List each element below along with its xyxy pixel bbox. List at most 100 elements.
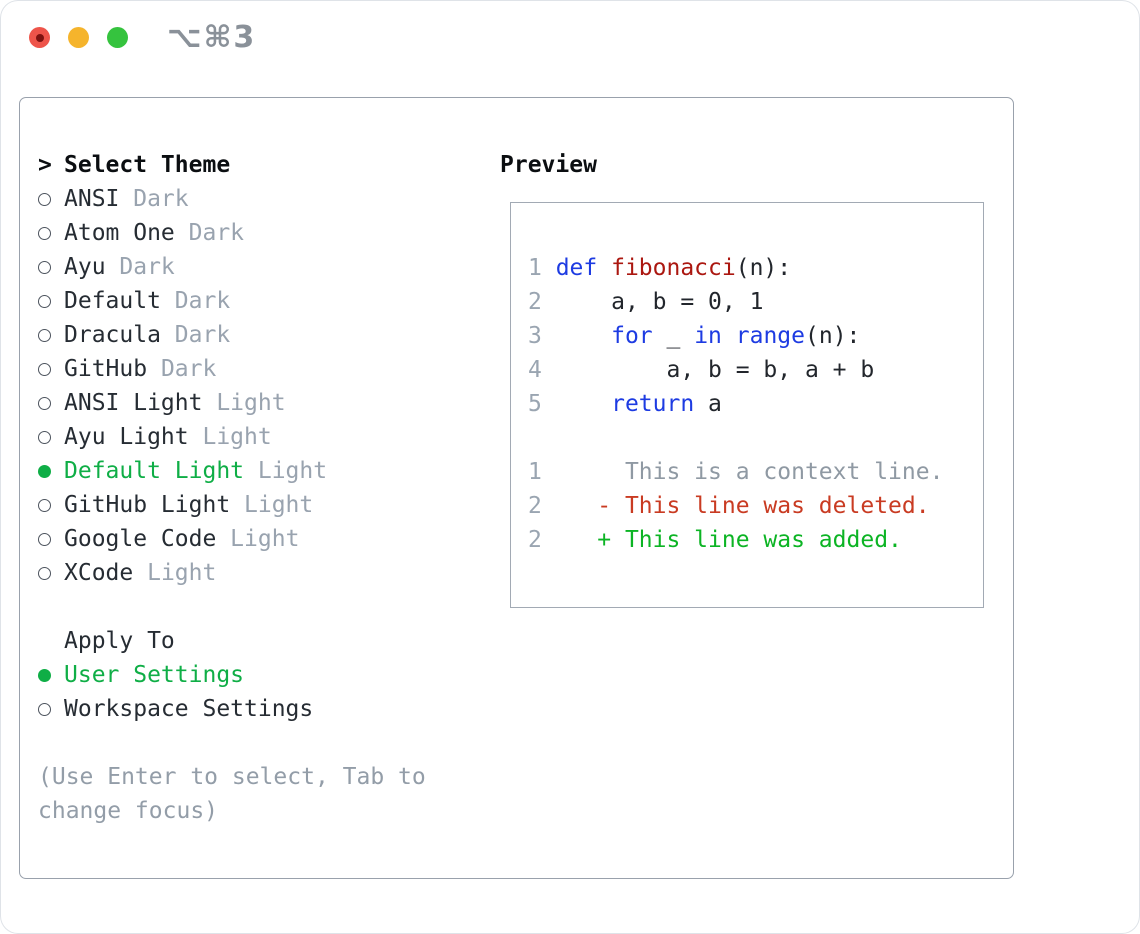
option-label: Ayu Light: [64, 424, 189, 450]
spacer-row: [38, 726, 426, 760]
theme-option-google-code[interactable]: Google Code Light: [38, 522, 426, 556]
radio-selected-icon: [38, 668, 64, 682]
option-variant-label: Light: [244, 458, 328, 484]
option-label: ANSI: [64, 186, 120, 212]
radio-circle: [38, 464, 51, 478]
theme-option-ansi[interactable]: ANSI Dark: [38, 182, 426, 216]
theme-option-atom-one[interactable]: Atom One Dark: [38, 216, 426, 250]
select-theme-header: Select Theme: [64, 152, 231, 178]
preview-header-row: Preview: [500, 148, 597, 182]
radio-circle: [38, 226, 51, 240]
option-variant-label: Dark: [160, 322, 231, 348]
close-button-dot: [35, 33, 44, 42]
radio-unselected-icon: [38, 566, 64, 580]
theme-option-github[interactable]: GitHub Dark: [38, 352, 426, 386]
radio-selected-icon: [38, 464, 64, 478]
radio-unselected-icon: [38, 498, 64, 512]
theme-option-xcode[interactable]: XCode Light: [38, 556, 426, 590]
apply-to-header-row: Apply To: [38, 624, 426, 658]
option-variant-label: Dark: [160, 288, 231, 314]
titlebar: ⌥⌘3: [0, 0, 1140, 76]
option-variant-label: Light: [188, 424, 272, 450]
traffic-lights: [29, 27, 128, 48]
option-variant-label: Dark: [174, 220, 245, 246]
option-label: GitHub Light: [64, 492, 231, 518]
apply-to-header: Apply To: [64, 628, 175, 654]
theme-option-ansi-light[interactable]: ANSI Light Light: [38, 386, 426, 420]
option-variant-label: Dark: [105, 254, 175, 280]
preview-header: Preview: [500, 152, 597, 178]
radio-unselected-icon: [38, 430, 64, 444]
radio-circle: [38, 532, 51, 546]
preview-code-line: 3 for _ in range(n):: [528, 323, 861, 349]
option-label: Atom One: [64, 220, 175, 246]
preview-code-line: 2 - This line was deleted.: [528, 493, 930, 519]
theme-option-github-light[interactable]: GitHub Light Light: [38, 488, 426, 522]
radio-circle: [38, 396, 51, 410]
zoom-button[interactable]: [107, 27, 128, 48]
option-variant-label: Dark: [147, 356, 217, 382]
option-variant-label: Light: [230, 492, 314, 518]
select-theme-header-row: > Select Theme: [38, 148, 426, 182]
radio-circle: [38, 430, 51, 444]
spacer-row: [38, 590, 426, 624]
radio-circle: [38, 566, 51, 580]
radio-unselected-icon: [38, 192, 64, 206]
preview-code: 1 def fibonacci(n): 2 a, b = 0, 1 3 for _ …: [528, 251, 943, 557]
radio-circle: [38, 668, 51, 682]
radio-circle: [38, 328, 51, 342]
preview-code-line: 1 This is a context line.: [528, 459, 944, 485]
theme-option-default[interactable]: Default Dark: [38, 284, 426, 318]
option-label: GitHub: [64, 356, 148, 382]
radio-unselected-icon: [38, 294, 64, 308]
radio-unselected-icon: [38, 226, 64, 240]
apply-option-user-settings[interactable]: User Settings: [38, 658, 426, 692]
preview-code-line: 4 a, b = b, a + b: [528, 357, 875, 383]
radio-unselected-icon: [38, 702, 64, 716]
option-label: Ayu: [64, 254, 106, 280]
radio-circle: [38, 294, 51, 308]
option-label: User Settings: [64, 662, 245, 688]
theme-option-ayu-light[interactable]: Ayu Light Light: [38, 420, 426, 454]
option-variant-label: Light: [202, 390, 286, 416]
radio-circle: [38, 362, 51, 376]
option-label: Default: [64, 288, 161, 314]
option-label: Workspace Settings: [64, 696, 314, 722]
radio-circle: [38, 702, 51, 716]
preview-code-line: [528, 421, 943, 455]
theme-option-dracula[interactable]: Dracula Dark: [38, 318, 426, 352]
prompt-cursor-icon: >: [38, 152, 52, 178]
hint-line-2: change focus): [38, 798, 219, 824]
close-button[interactable]: [29, 27, 50, 48]
window-title: ⌥⌘3: [167, 20, 257, 55]
theme-option-default-light[interactable]: Default Light Light: [38, 454, 426, 488]
radio-unselected-icon: [38, 396, 64, 410]
option-variant-label: Dark: [119, 186, 189, 212]
option-label: ANSI Light: [64, 390, 203, 416]
preview-box: 1 def fibonacci(n): 2 a, b = 0, 1 3 for _ …: [510, 202, 984, 608]
option-label: Google Code: [64, 526, 217, 552]
theme-option-ayu[interactable]: Ayu Dark: [38, 250, 426, 284]
radio-circle: [38, 260, 51, 274]
radio-unselected-icon: [38, 532, 64, 546]
radio-circle: [38, 498, 51, 512]
preview-code-line: 5 return a: [528, 391, 722, 417]
hint-line-1: (Use Enter to select, Tab to: [38, 764, 426, 790]
minimize-button[interactable]: [68, 27, 89, 48]
radio-circle: [38, 192, 51, 206]
option-label: XCode: [64, 560, 134, 586]
apply-option-workspace-settings[interactable]: Workspace Settings: [38, 692, 426, 726]
preview-code-line: 1 def fibonacci(n):: [528, 255, 792, 281]
option-variant-label: Light: [133, 560, 217, 586]
preview-code-line: 2 + This line was added.: [528, 527, 902, 553]
preview-code-line: 2 a, b = 0, 1: [528, 289, 764, 315]
radio-unselected-icon: [38, 260, 64, 274]
option-label: Default Light: [64, 458, 245, 484]
option-label: Dracula: [64, 322, 161, 348]
radio-unselected-icon: [38, 362, 64, 376]
